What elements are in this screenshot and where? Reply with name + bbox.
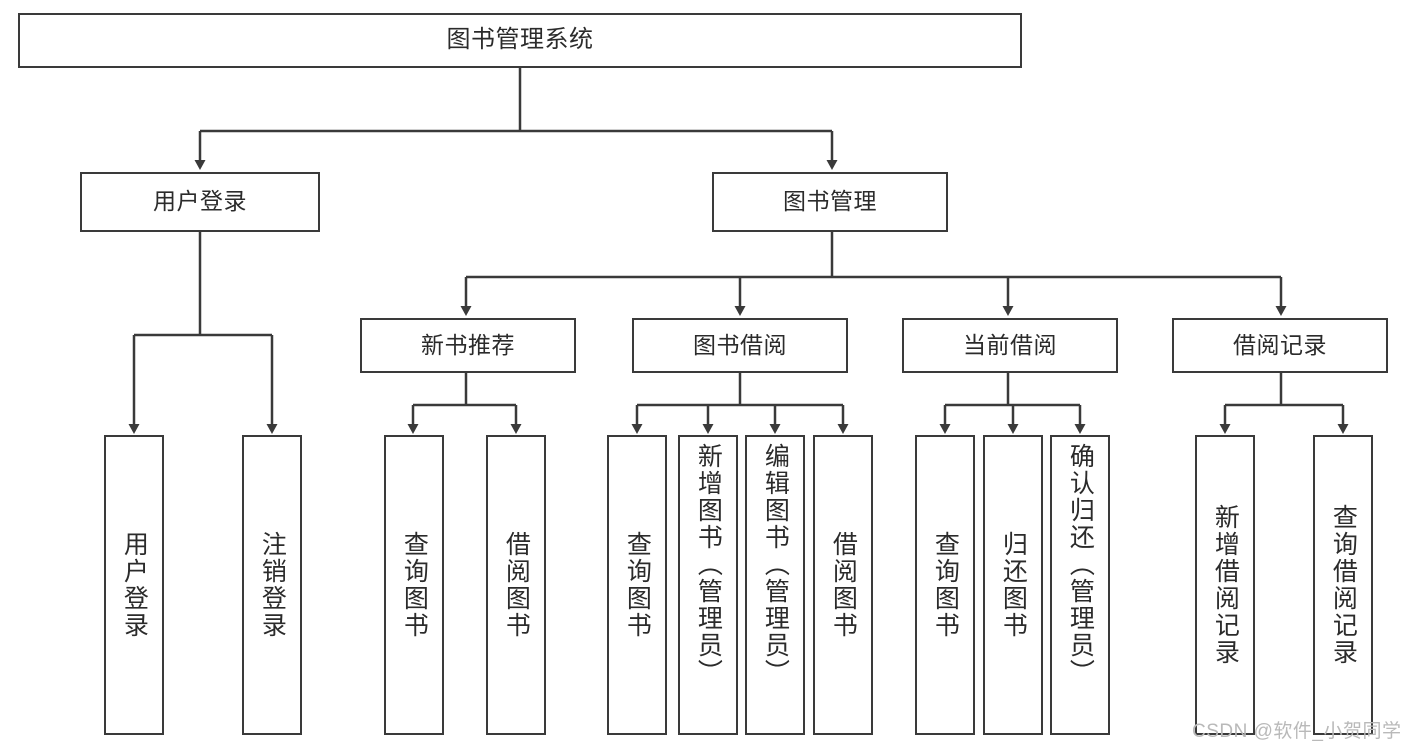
node-book-borrow[interactable]: 图书借阅 bbox=[632, 318, 848, 373]
node-user-login[interactable]: 用户登录 bbox=[80, 172, 320, 232]
node-new-book-recommend[interactable]: 新书推荐 bbox=[360, 318, 576, 373]
watermark: CSDN @软件_小贺同学 bbox=[1192, 721, 1402, 742]
node-label: 编辑图书（管理员） bbox=[761, 443, 790, 686]
node-label: 图书管理系统 bbox=[446, 26, 594, 54]
leaf-confirm-return-admin[interactable]: 确认归还（管理员） bbox=[1050, 435, 1110, 735]
leaf-query-borrow-record[interactable]: 查询借阅记录 bbox=[1313, 435, 1373, 735]
leaf-query-book-current[interactable]: 查询图书 bbox=[915, 435, 975, 735]
leaf-query-book-recommend[interactable]: 查询图书 bbox=[384, 435, 444, 735]
leaf-edit-book-admin[interactable]: 编辑图书（管理员） bbox=[745, 435, 805, 735]
node-label: 注销登录 bbox=[258, 531, 287, 639]
leaf-borrow-book[interactable]: 借阅图书 bbox=[813, 435, 873, 735]
leaf-user-login[interactable]: 用户登录 bbox=[104, 435, 164, 735]
leaf-borrow-book-recommend[interactable]: 借阅图书 bbox=[486, 435, 546, 735]
node-label: 查询借阅记录 bbox=[1329, 504, 1358, 666]
node-label: 查询图书 bbox=[400, 531, 429, 639]
node-label: 查询图书 bbox=[623, 531, 652, 639]
node-borrow-record[interactable]: 借阅记录 bbox=[1172, 318, 1388, 373]
node-label: 确认归还（管理员） bbox=[1066, 443, 1095, 686]
node-label: 归还图书 bbox=[999, 531, 1028, 639]
node-label: 用户登录 bbox=[153, 188, 247, 215]
node-book-management[interactable]: 图书管理 bbox=[712, 172, 948, 232]
node-label: 借阅图书 bbox=[829, 531, 858, 639]
node-label: 新增借阅记录 bbox=[1211, 504, 1240, 666]
node-label: 查询图书 bbox=[931, 531, 960, 639]
node-current-borrow[interactable]: 当前借阅 bbox=[902, 318, 1118, 373]
leaf-query-book-borrow[interactable]: 查询图书 bbox=[607, 435, 667, 735]
node-label: 新书推荐 bbox=[421, 331, 515, 358]
node-root[interactable]: 图书管理系统 bbox=[18, 13, 1022, 68]
node-label: 图书管理 bbox=[783, 188, 877, 215]
leaf-return-book[interactable]: 归还图书 bbox=[983, 435, 1043, 735]
node-label: 借阅图书 bbox=[502, 531, 531, 639]
node-label: 图书借阅 bbox=[693, 331, 787, 358]
leaf-user-logout[interactable]: 注销登录 bbox=[242, 435, 302, 735]
node-label: 当前借阅 bbox=[963, 331, 1057, 358]
leaf-add-book-admin[interactable]: 新增图书（管理员） bbox=[678, 435, 738, 735]
node-label: 借阅记录 bbox=[1233, 331, 1327, 358]
leaf-add-borrow-record[interactable]: 新增借阅记录 bbox=[1195, 435, 1255, 735]
node-label: 用户登录 bbox=[120, 531, 149, 639]
node-label: 新增图书（管理员） bbox=[694, 443, 723, 686]
